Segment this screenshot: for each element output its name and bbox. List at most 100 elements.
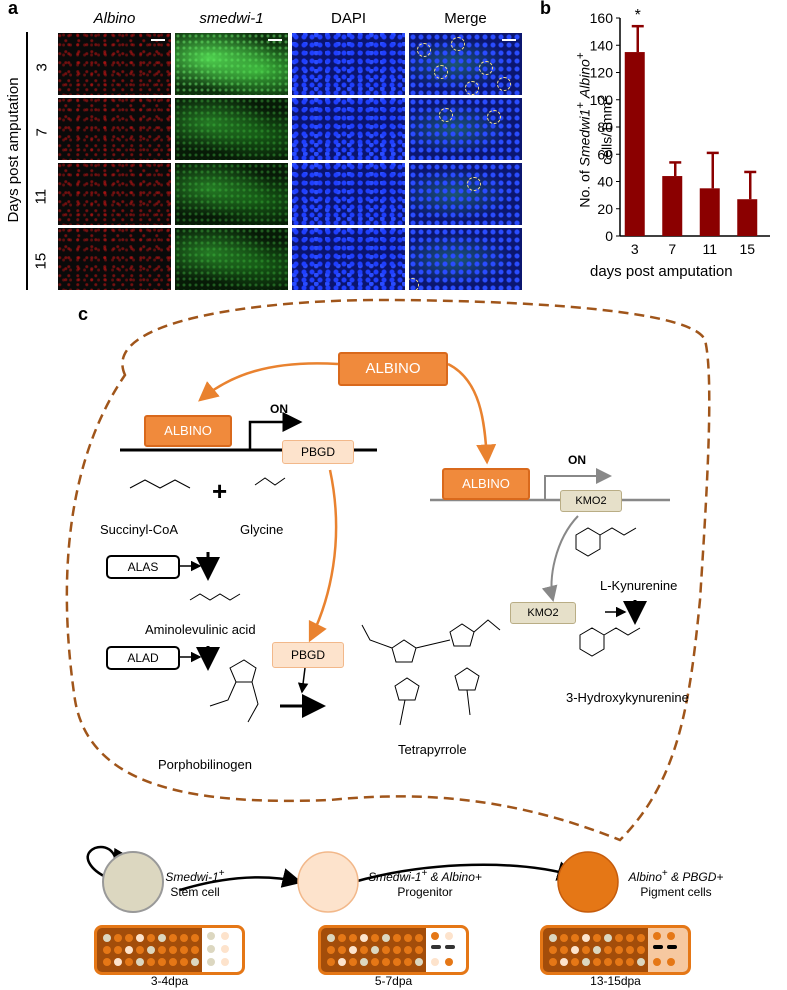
plus-sign: + [212,476,228,506]
tissue-cell-dot [431,932,439,940]
x-tick-label-3: 3 [631,241,639,257]
tissue-dot [103,958,111,966]
glycine-label: Glycine [240,522,284,537]
y-tick-label: 120 [590,65,614,81]
y-tick-label: 80 [597,119,613,135]
albino-top-box: ALBINO [338,352,448,386]
tissue-dot [349,946,357,954]
progenitor-marker2: & Albino+ [427,870,482,884]
tissue-dot [404,934,412,942]
tissue-dot [125,958,133,966]
tissue-dot [338,934,346,942]
tissue-dot [169,934,177,942]
tissue-dot [393,934,401,942]
tissue-dot [125,934,133,942]
y-tick-label: 160 [590,10,614,26]
dashed-boundary [65,298,711,842]
tissue-dot [393,946,401,954]
tissue-dot [615,946,623,954]
tissue-dot [371,958,379,966]
tissue-cell-dot [431,958,439,966]
tissue-dot [626,958,634,966]
pbgd-enzyme-box: PBGD [272,642,344,668]
tissue-dot [582,958,590,966]
tissue-stage-3 [540,925,691,975]
albino-left-box: ALBINO [144,415,232,447]
row-axis-line [26,32,28,290]
tissue-dot [136,958,144,966]
tissue-cell-dot [667,945,677,949]
tissue-cell-dot [653,945,663,949]
tissue-dot [327,934,335,942]
alad-box: ALAD [106,646,180,670]
tissue-cell-dot [221,932,229,940]
tissue-dot [582,946,590,954]
stem-cell-label: Smedwi-1+ Stem cell [160,866,230,900]
x-tick-label-15: 15 [739,241,755,257]
tissue-dot [191,958,199,966]
tissue-dot [103,934,111,942]
micrograph-albino-3 [58,33,171,95]
micrograph-albino-15 [58,228,171,290]
tissue-dot [415,958,423,966]
tissue-dot [560,934,568,942]
col-head-smedwi: smedwi-1 [199,10,264,27]
tissue-dot [637,934,645,942]
tissue-cell-dot [653,958,661,966]
albino-right-box: ALBINO [442,468,530,500]
tissue-cell-dot [207,945,215,953]
tissue-dot [360,946,368,954]
tissue-dot [169,958,177,966]
tissue-stage-1 [94,925,245,975]
micrograph-smedwi-15 [175,228,288,290]
pigment-marker2: & PBGD+ [667,870,724,884]
tissue-dot [604,946,612,954]
tissue-dot [327,958,335,966]
tissue-dot [371,934,379,942]
panel-a-letter: a [8,0,19,18]
progenitor-name: Progenitor [397,885,453,899]
bar-11 [699,188,720,236]
progenitor-sup: + [421,868,428,879]
tissue-dot [560,958,568,966]
tissue-dot [415,946,423,954]
tissue-dot [327,946,335,954]
col-head-merge: Merge [444,10,487,27]
tissue-dot [349,934,357,942]
aminolevulinic-label: Aminolevulinic acid [145,622,256,637]
micrograph-albino-11 [58,163,171,225]
micrograph-dapi-15 [292,228,405,290]
y-tick-label: 140 [590,37,614,53]
tissue-dot [593,934,601,942]
tissue-dot [382,958,390,966]
tissue-dot [382,934,390,942]
micrograph-albino-7 [58,98,171,160]
tissue-dot [158,946,166,954]
tissue-cell-dot [667,958,675,966]
tetrapyrrole-label: Tetrapyrrole [398,742,467,757]
tissue-cell-dot [431,945,441,949]
tissue-dot [136,946,144,954]
stem-cell-marker: Smedwi-1 [165,870,219,884]
pigment-name: Pigment cells [640,885,712,899]
tissue-dot [349,958,357,966]
y-tick-label: 20 [597,201,613,217]
tissue-dot [180,946,188,954]
tissue-cell-dot [221,958,229,966]
panel-b-xlabel: days post amputation [590,263,733,280]
tissue-dot [637,946,645,954]
tissue-dot [158,958,166,966]
kmo2-gene-box: KMO2 [560,490,622,512]
tissue-dot [549,958,557,966]
col-head-albino: Albino [93,10,136,27]
tissue-dot [615,934,623,942]
bar-3 [624,52,645,236]
tissue-cell-dot [653,932,661,940]
tissue-stage-2 [318,925,469,975]
tissue-dot [180,934,188,942]
stem-cell-sup: + [218,868,225,879]
y-tick-label: 0 [605,228,613,244]
on-right-label: ON [568,453,586,467]
tissue-dot [191,946,199,954]
tissue-dot [404,946,412,954]
